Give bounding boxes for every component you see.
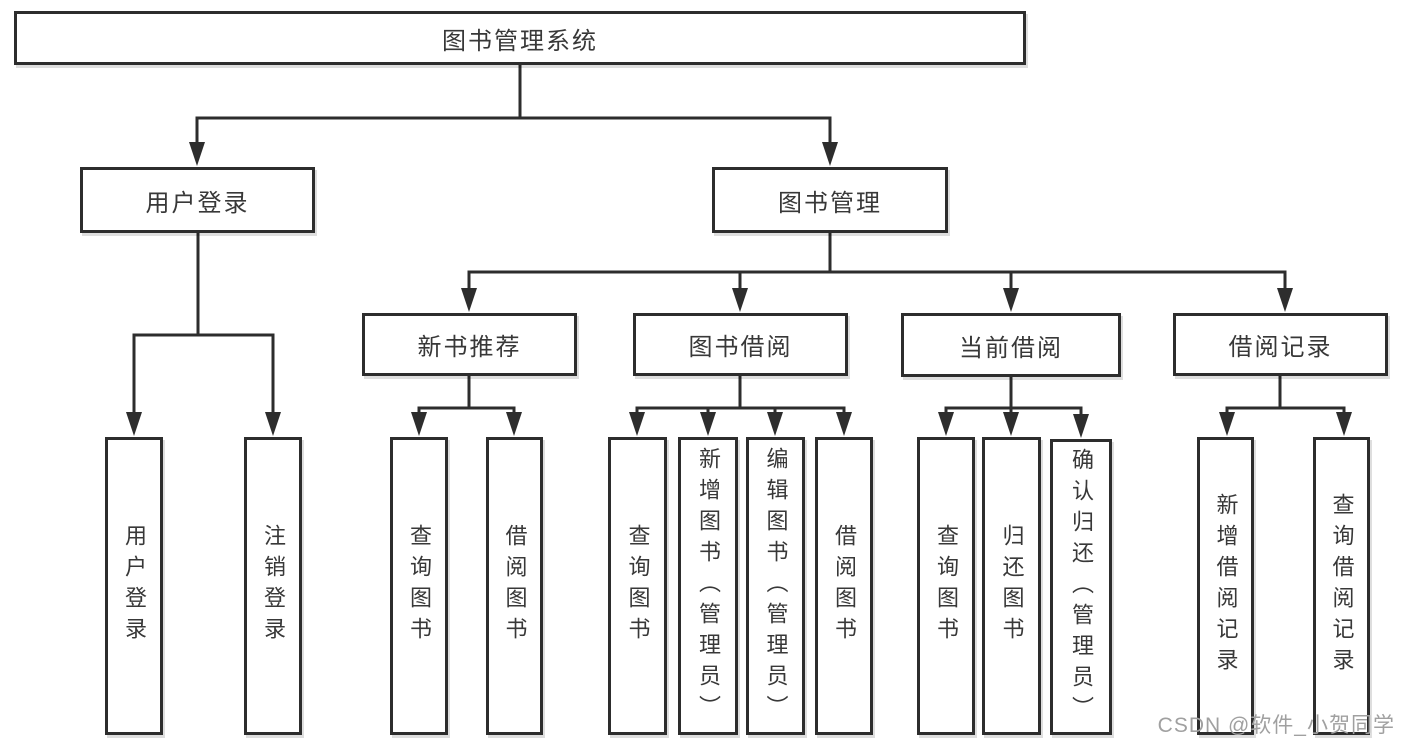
- node-bb-query-books: 查询图书: [608, 437, 667, 735]
- node-logout-func: 注销登录: [244, 437, 302, 735]
- node-nbr-query-books: 查询图书: [390, 437, 448, 735]
- node-bb-edit-books-admin: 编辑图书（管理员）: [746, 437, 805, 735]
- watermark: CSDN @软件_小贺同学: [1157, 714, 1395, 737]
- node-book-management: 图书管理: [712, 167, 948, 233]
- node-nbr-borrow-books: 借阅图书: [486, 437, 543, 735]
- node-borrowing-records: 借阅记录: [1173, 313, 1388, 376]
- node-user-login: 用户登录: [80, 167, 315, 233]
- node-bb-add-books-admin: 新增图书（管理员）: [678, 437, 738, 735]
- node-br-add-record: 新增借阅记录: [1197, 437, 1254, 735]
- node-root: 图书管理系统: [14, 11, 1026, 65]
- node-current-borrowing: 当前借阅: [901, 313, 1121, 377]
- node-br-query-record: 查询借阅记录: [1313, 437, 1370, 735]
- node-cb-return-books: 归还图书: [982, 437, 1041, 735]
- node-book-borrowing: 图书借阅: [633, 313, 848, 376]
- node-cb-confirm-return-admin: 确认归还（管理员）: [1050, 439, 1112, 735]
- node-user-login-func: 用户登录: [105, 437, 163, 735]
- node-new-book-recommend: 新书推荐: [362, 313, 577, 376]
- node-bb-borrow-books: 借阅图书: [815, 437, 873, 735]
- node-cb-query-books: 查询图书: [917, 437, 975, 735]
